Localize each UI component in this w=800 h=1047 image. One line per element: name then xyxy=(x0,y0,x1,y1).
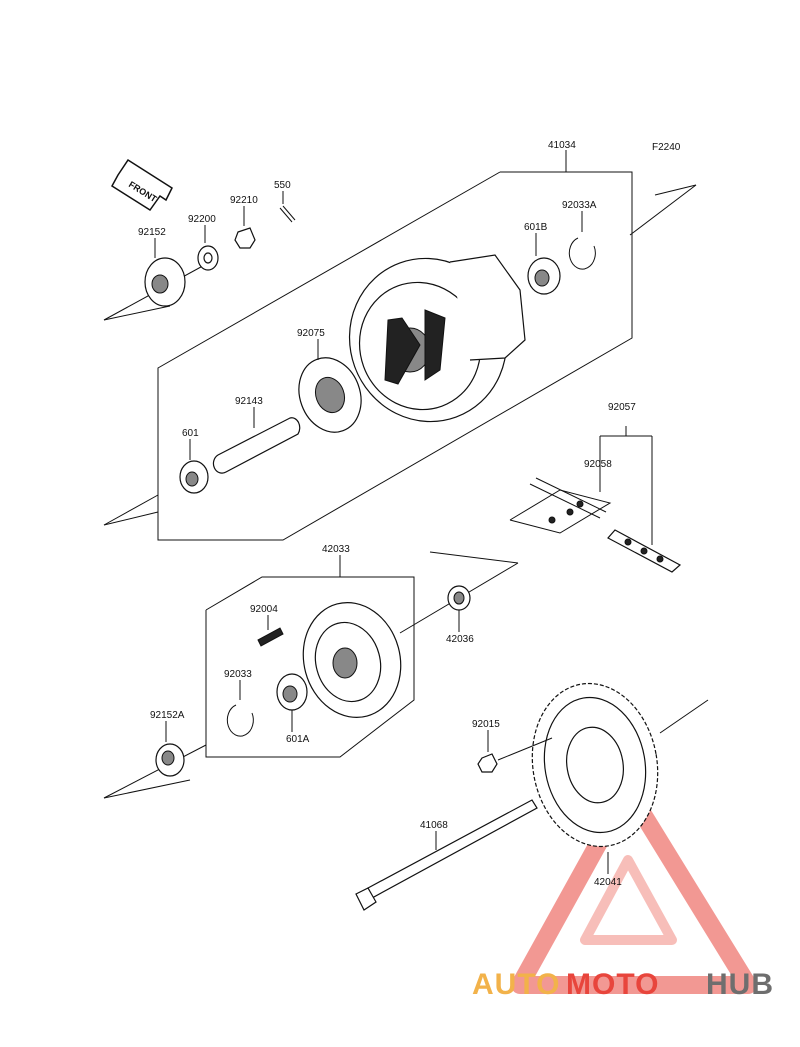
part-550: 550 xyxy=(274,180,296,223)
part-92033a: 92033A xyxy=(562,200,597,270)
figure-code: F2240 xyxy=(652,142,681,153)
label-92015: 92015 xyxy=(472,719,500,730)
bracket-41034 xyxy=(103,150,697,541)
label-92033: 92033 xyxy=(224,669,252,680)
label-550: 550 xyxy=(274,180,291,191)
label-92033a: 92033A xyxy=(562,200,597,211)
part-41068: 41068 xyxy=(355,799,538,911)
label-92152a: 92152A xyxy=(150,710,185,721)
part-42036: 42036 xyxy=(446,585,474,645)
label-41068: 41068 xyxy=(420,820,448,831)
part-92015: 92015 xyxy=(472,719,553,773)
label-41034: 41034 xyxy=(548,140,576,151)
drive-chain: 92057 92058 xyxy=(509,402,682,573)
watermark-brand: AUTO MOTO HUB xyxy=(472,968,774,1001)
label-92057: 92057 xyxy=(608,402,636,413)
rear-wheel-hub xyxy=(348,254,526,423)
part-601b: 601B xyxy=(524,222,561,295)
label-601: 601 xyxy=(182,428,199,439)
label-42036: 42036 xyxy=(446,634,474,645)
label-92075: 92075 xyxy=(297,328,325,339)
part-92075: 92075 xyxy=(297,328,362,433)
part-92033: 92033 xyxy=(224,669,254,737)
watermark-part1: AUTO xyxy=(472,968,560,1001)
part-92152: 92152 xyxy=(138,227,186,307)
part-92210: 92210 xyxy=(230,195,258,249)
label-92152: 92152 xyxy=(138,227,166,238)
part-92200: 92200 xyxy=(188,214,219,271)
part-92004: 92004 xyxy=(250,604,284,647)
label-92058: 92058 xyxy=(584,459,612,470)
part-92152a: 92152A xyxy=(150,710,185,777)
label-601a: 601A xyxy=(286,734,310,745)
label-92143: 92143 xyxy=(235,396,263,407)
rear-sprocket: 42041 xyxy=(531,682,709,888)
sprocket-coupling xyxy=(302,602,402,718)
label-92004: 92004 xyxy=(250,604,278,615)
label-92200: 92200 xyxy=(188,214,216,225)
watermark-part3: HUB xyxy=(706,968,774,1001)
watermark-logo xyxy=(511,781,757,994)
watermark-part2: MOTO xyxy=(566,968,659,1001)
part-601a: 601A xyxy=(276,673,310,745)
label-42033: 42033 xyxy=(322,544,350,555)
part-601: 601 xyxy=(179,428,209,494)
label-92210: 92210 xyxy=(230,195,258,206)
label-42041: 42041 xyxy=(594,877,622,888)
part-92143: 92143 xyxy=(212,396,301,474)
front-arrow-icon: FRONT xyxy=(111,158,173,212)
label-601b: 601B xyxy=(524,222,548,233)
